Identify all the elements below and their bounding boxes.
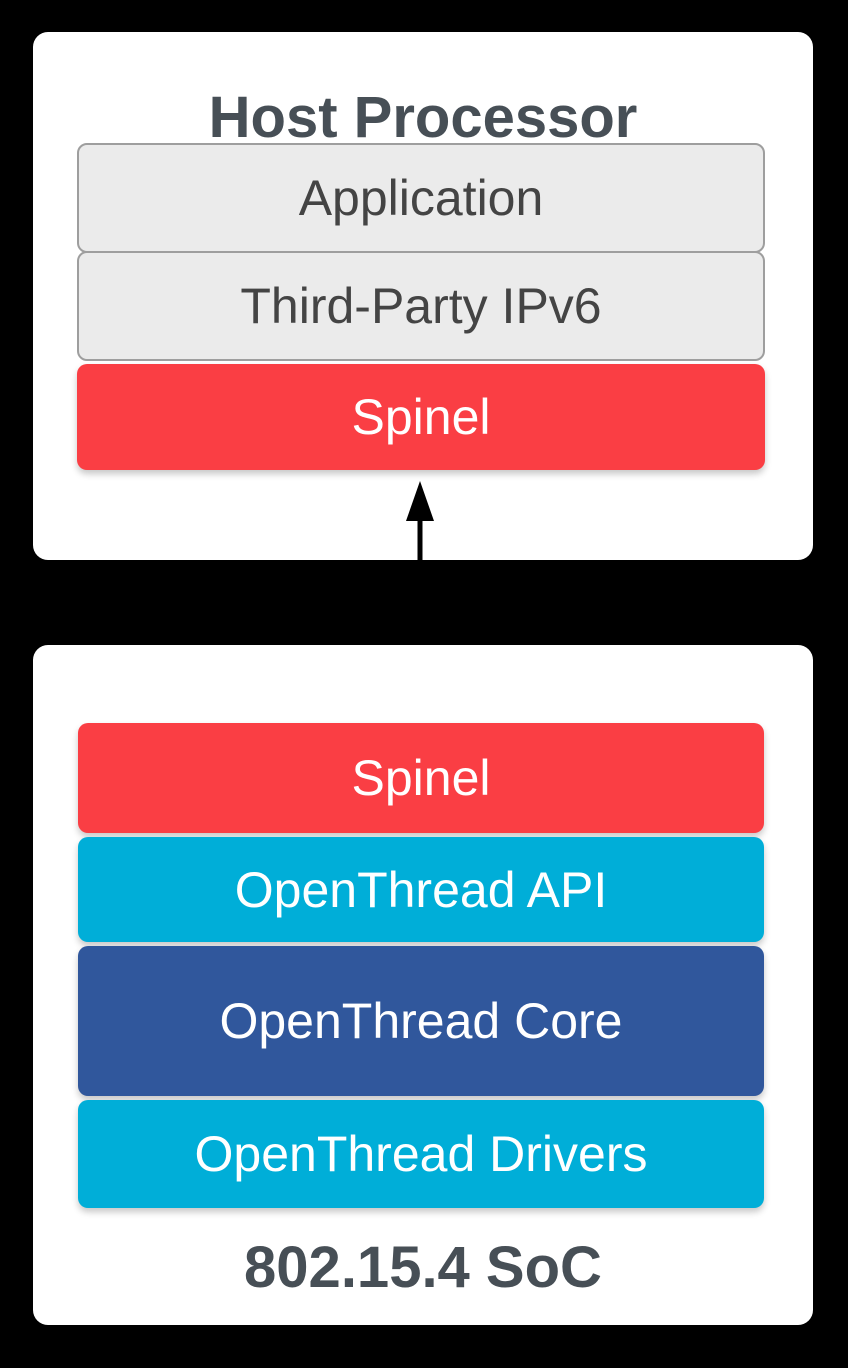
host-processor-card: Host Processor Application Third-Party I… (33, 32, 813, 560)
soc-layer-stack: Spinel OpenThread API OpenThread Core Op… (78, 723, 764, 1208)
layer-third-party-ipv6: Third-Party IPv6 (77, 251, 765, 361)
layer-third-party-ipv6-label: Third-Party IPv6 (240, 278, 602, 334)
layer-application-label: Application (298, 170, 544, 226)
layer-openthread-drivers-label: OpenThread Drivers (194, 1126, 648, 1182)
layer-spinel-host: Spinel (77, 364, 765, 470)
layer-spinel-soc: Spinel (78, 723, 764, 833)
host-processor-title: Host Processor (208, 85, 638, 150)
layer-spinel-soc-label: Spinel (351, 750, 491, 806)
layer-openthread-core: OpenThread Core (78, 946, 764, 1096)
layer-openthread-api: OpenThread API (78, 837, 764, 942)
layer-openthread-drivers: OpenThread Drivers (78, 1100, 764, 1208)
soc-title: 802.15.4 SoC (244, 1235, 602, 1300)
host-layer-stack: Application Third-Party IPv6 Spinel (77, 143, 765, 470)
layer-openthread-core-label: OpenThread Core (219, 993, 623, 1049)
layer-application: Application (77, 143, 765, 253)
layer-openthread-api-label: OpenThread API (234, 861, 608, 918)
soc-card: Spinel OpenThread API OpenThread Core Op… (33, 645, 813, 1325)
layer-spinel-host-label: Spinel (351, 389, 491, 445)
